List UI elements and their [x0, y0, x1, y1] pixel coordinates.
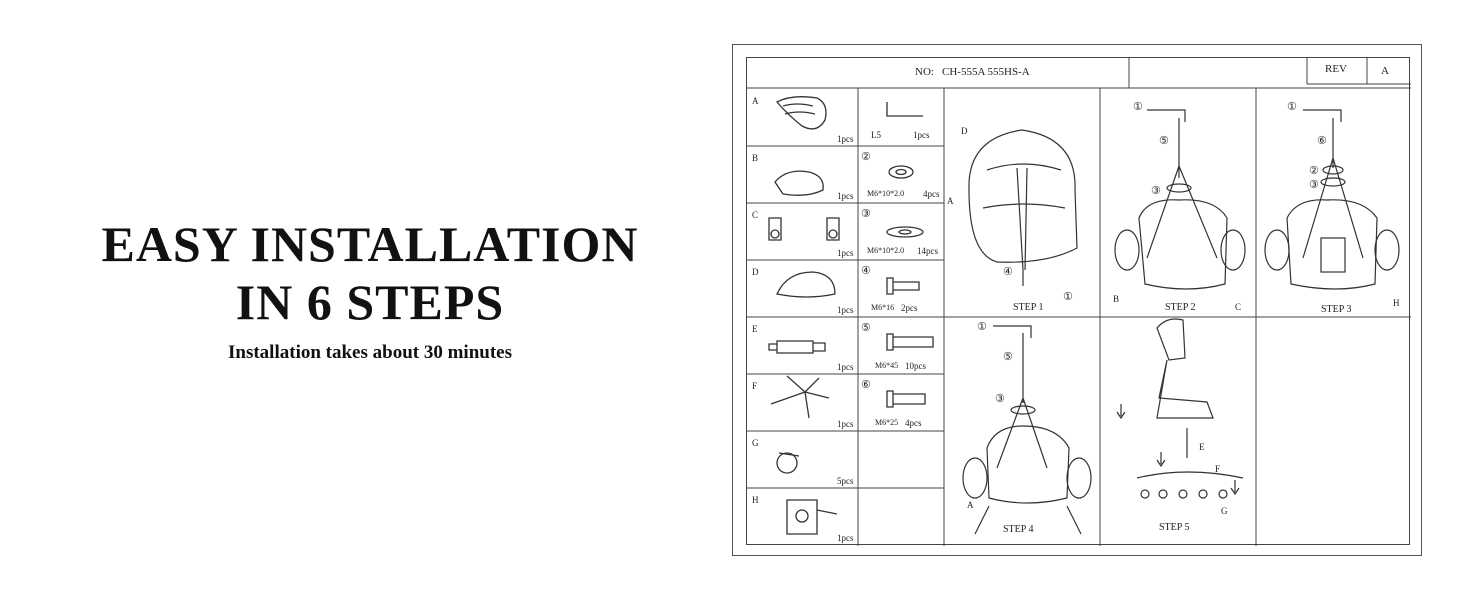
- step4-label-a: A: [967, 500, 974, 510]
- hardware-qty: 4pcs: [923, 189, 940, 199]
- part-letter: E: [752, 324, 758, 334]
- part-letter: G: [752, 438, 759, 448]
- hardware-spec: M6*16: [871, 303, 895, 312]
- sheet-rev-label: REV: [1325, 63, 1347, 75]
- hardware-qty: 4pcs: [905, 418, 922, 428]
- hardware-spec: M6*45: [875, 361, 899, 370]
- sheet-rev-value: A: [1381, 65, 1389, 77]
- hardware-num: ③: [861, 208, 871, 220]
- hardware-qty: 2pcs: [901, 303, 918, 313]
- sheet-no-label: NO:: [915, 66, 934, 78]
- hardware-spec: L5: [871, 130, 881, 140]
- part-qty: 5pcs: [837, 476, 854, 486]
- hardware-qty: 10pcs: [905, 361, 926, 371]
- step2-callout-5: ⑤: [1159, 135, 1169, 147]
- hardware-num: ④: [861, 265, 871, 277]
- step3-callout-6: ⑥: [1317, 135, 1327, 147]
- step5-label-g: G: [1221, 506, 1228, 516]
- part-qty: 1pcs: [837, 305, 854, 315]
- step1-callout-1: ①: [1063, 291, 1073, 303]
- step4-title: STEP 4: [1003, 524, 1034, 535]
- step1-title: STEP 1: [1013, 302, 1044, 313]
- step2-callout-3: ③: [1151, 185, 1161, 197]
- part-qty: 1pcs: [837, 248, 854, 258]
- step2-callout-1: ①: [1133, 101, 1143, 113]
- step3-callout-2: ②: [1309, 165, 1319, 177]
- hardware-spec: M6*25: [875, 418, 899, 427]
- part-qty: 1pcs: [837, 362, 854, 372]
- step3-title: STEP 3: [1321, 304, 1352, 315]
- hardware-spec: M6*10*2.0: [867, 246, 905, 255]
- hardware-num: ②: [861, 151, 871, 163]
- step5-label-e: E: [1199, 442, 1205, 452]
- hardware-qty: 14pcs: [917, 246, 938, 256]
- part-letter: D: [752, 267, 759, 277]
- part-qty: 1pcs: [837, 419, 854, 429]
- step4-callout-3: ③: [995, 393, 1005, 405]
- part-letter: H: [752, 495, 759, 505]
- step1-label-d: D: [961, 126, 968, 136]
- step1-callout-4: ④: [1003, 266, 1013, 278]
- sheet-no-value: CH-555A 555HS-A: [942, 66, 1030, 78]
- instruction-sheet: NO: CH-555A 555HS-A REV A A 1pcs B 1pcs …: [732, 44, 1422, 556]
- part-letter: F: [752, 381, 758, 391]
- step2-label-c: C: [1235, 302, 1242, 312]
- headline-panel: EASY INSTALLATION IN 6 STEPS Installatio…: [0, 0, 730, 600]
- hardware-num: ⑥: [861, 379, 871, 391]
- headline-line-1: EASY INSTALLATION: [101, 216, 639, 272]
- instruction-frame: NO: CH-555A 555HS-A REV A A 1pcs B 1pcs …: [746, 57, 1411, 546]
- sheet-grid: [747, 58, 1411, 546]
- part-qty: 1pcs: [837, 533, 854, 543]
- step4-callout-1: ①: [977, 321, 987, 333]
- step4-callout-5: ⑤: [1003, 351, 1013, 363]
- step2-title: STEP 2: [1165, 302, 1196, 313]
- hardware-num: ⑤: [861, 322, 871, 334]
- hardware-qty: 1pcs: [913, 130, 930, 140]
- part-letter: C: [752, 210, 759, 220]
- step2-label-b: B: [1113, 294, 1120, 304]
- step3-callout-3: ③: [1309, 179, 1319, 191]
- step3-label-h: H: [1393, 298, 1400, 308]
- step3-callout-1: ①: [1287, 101, 1297, 113]
- hardware-spec: M6*10*2.0: [867, 189, 905, 198]
- headline-line-2: IN 6 STEPS: [235, 274, 505, 330]
- step5-title: STEP 5: [1159, 522, 1190, 533]
- part-letter: B: [752, 153, 759, 163]
- subtitle: Installation takes about 30 minutes: [228, 342, 512, 363]
- step5-label-f: F: [1215, 464, 1221, 474]
- part-letter: A: [752, 96, 759, 106]
- step1-label-a: A: [947, 196, 954, 206]
- part-qty: 1pcs: [837, 134, 854, 144]
- part-qty: 1pcs: [837, 191, 854, 201]
